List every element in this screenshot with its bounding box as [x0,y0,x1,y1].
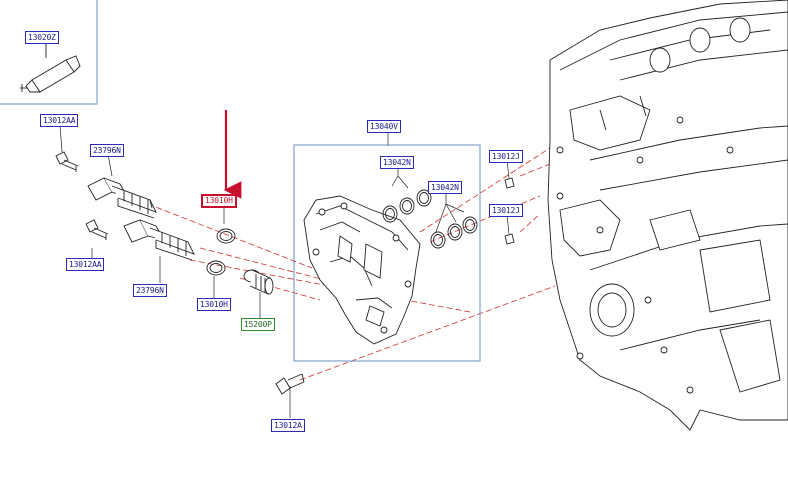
seal-rings-upper[interactable] [382,189,432,223]
cover-assembly-box [293,144,481,362]
callout-13042n-lower[interactable]: 13042N [428,181,462,194]
callout-13012a[interactable]: 13012A [271,419,305,432]
small-bolt-upper[interactable] [504,177,515,189]
long-bolt-part[interactable] [275,373,305,395]
solenoid-valve-upper[interactable] [87,177,157,219]
filter-screen-part[interactable] [243,269,274,295]
callout-leaders [59,124,510,418]
leader-lines [147,147,561,381]
o-ring-upper[interactable] [216,228,236,244]
callout-23796n-lower[interactable]: 23796N [133,284,167,297]
callout-13042n-upper[interactable]: 13042N [380,156,414,169]
front-cover-part[interactable] [303,195,421,345]
callout-13010h-lower[interactable]: 13010H [197,298,231,311]
solenoid-valve-lower[interactable] [123,219,195,261]
engine-block [547,0,788,431]
seal-rings-lower[interactable] [430,216,478,249]
small-bolt-lower[interactable] [504,233,515,245]
sealant-inset-box [0,0,98,105]
callout-13040v[interactable]: 13040V [367,120,401,133]
o-ring-lower[interactable] [206,260,226,276]
callout-13012j-upper[interactable]: 13012J [489,150,523,163]
bolt-part-upper[interactable] [55,151,79,172]
callout-13020z[interactable]: 13020Z [25,31,59,44]
callout-15200p[interactable]: 15200P [241,318,275,331]
callout-23796n-upper[interactable]: 23796N [90,144,124,157]
callout-13012aa-upper[interactable]: 13012AA [40,114,79,127]
sealant-tube-part[interactable] [20,44,81,93]
callout-13010h-highlighted[interactable]: 13010H [201,194,237,208]
callout-13012j-lower[interactable]: 13012J [489,204,523,217]
callout-13012aa-lower[interactable]: 13012AA [66,258,105,271]
bolt-part-lower[interactable] [85,219,109,240]
